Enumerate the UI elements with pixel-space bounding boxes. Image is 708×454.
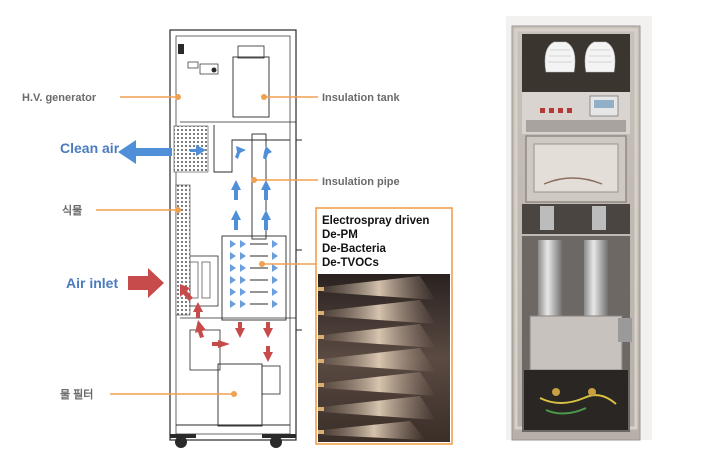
spray-chamber	[221, 235, 287, 321]
flow-arrow	[212, 340, 230, 348]
flow-arrow	[235, 322, 245, 338]
flow-arrow	[263, 322, 273, 338]
nozzle-tips	[318, 287, 324, 434]
insulation-tank-label: Insulation tank	[322, 92, 401, 104]
water-filter-label: 물 필터	[60, 387, 93, 401]
cabinet-outer-frame	[169, 29, 297, 441]
air-inlet-label: Air inlet	[66, 275, 118, 291]
electrospray-nozzles	[230, 240, 278, 308]
plant-label: 식물	[62, 203, 82, 217]
insulation-tank-shape	[232, 56, 270, 118]
description-line-2: De-PM	[322, 229, 358, 241]
cabinet-schematic	[169, 29, 302, 441]
flow-arrow	[190, 145, 206, 156]
wheel	[175, 436, 187, 448]
machine-photo	[506, 16, 652, 441]
flow-arrow	[193, 302, 203, 318]
flow-arrow	[263, 346, 273, 362]
air-inlet-big-arrow	[128, 268, 164, 298]
clean-air-big-arrow	[118, 140, 172, 164]
flow-arrow	[261, 180, 271, 200]
flow-arrow	[263, 146, 272, 160]
spray-plumes	[322, 276, 436, 440]
flow-arrow	[231, 180, 241, 200]
plant-filter-mesh	[175, 184, 191, 316]
flow-arrow	[195, 320, 206, 338]
description-line-1: Electrospray driven	[322, 215, 429, 227]
leader-lines	[96, 94, 318, 397]
insulation-pipe-label: Insulation pipe	[322, 176, 400, 188]
wheel	[270, 436, 282, 448]
water-filter-tank	[217, 363, 263, 427]
flow-arrow	[235, 146, 246, 159]
description-line-3: De-Bacteria	[322, 243, 387, 255]
flow-arrow	[261, 210, 271, 230]
air-inlet-flow-arrows	[128, 268, 273, 362]
clean-air-flow-arrows	[118, 140, 272, 230]
hv-generator-label: H.V. generator	[22, 92, 97, 104]
description-line-4: De-TVOCs	[322, 257, 379, 269]
flow-arrow	[231, 210, 241, 230]
clean-air-label: Clean air	[60, 140, 120, 156]
cabinet-wheels	[170, 434, 296, 448]
flow-arrow	[180, 284, 193, 301]
